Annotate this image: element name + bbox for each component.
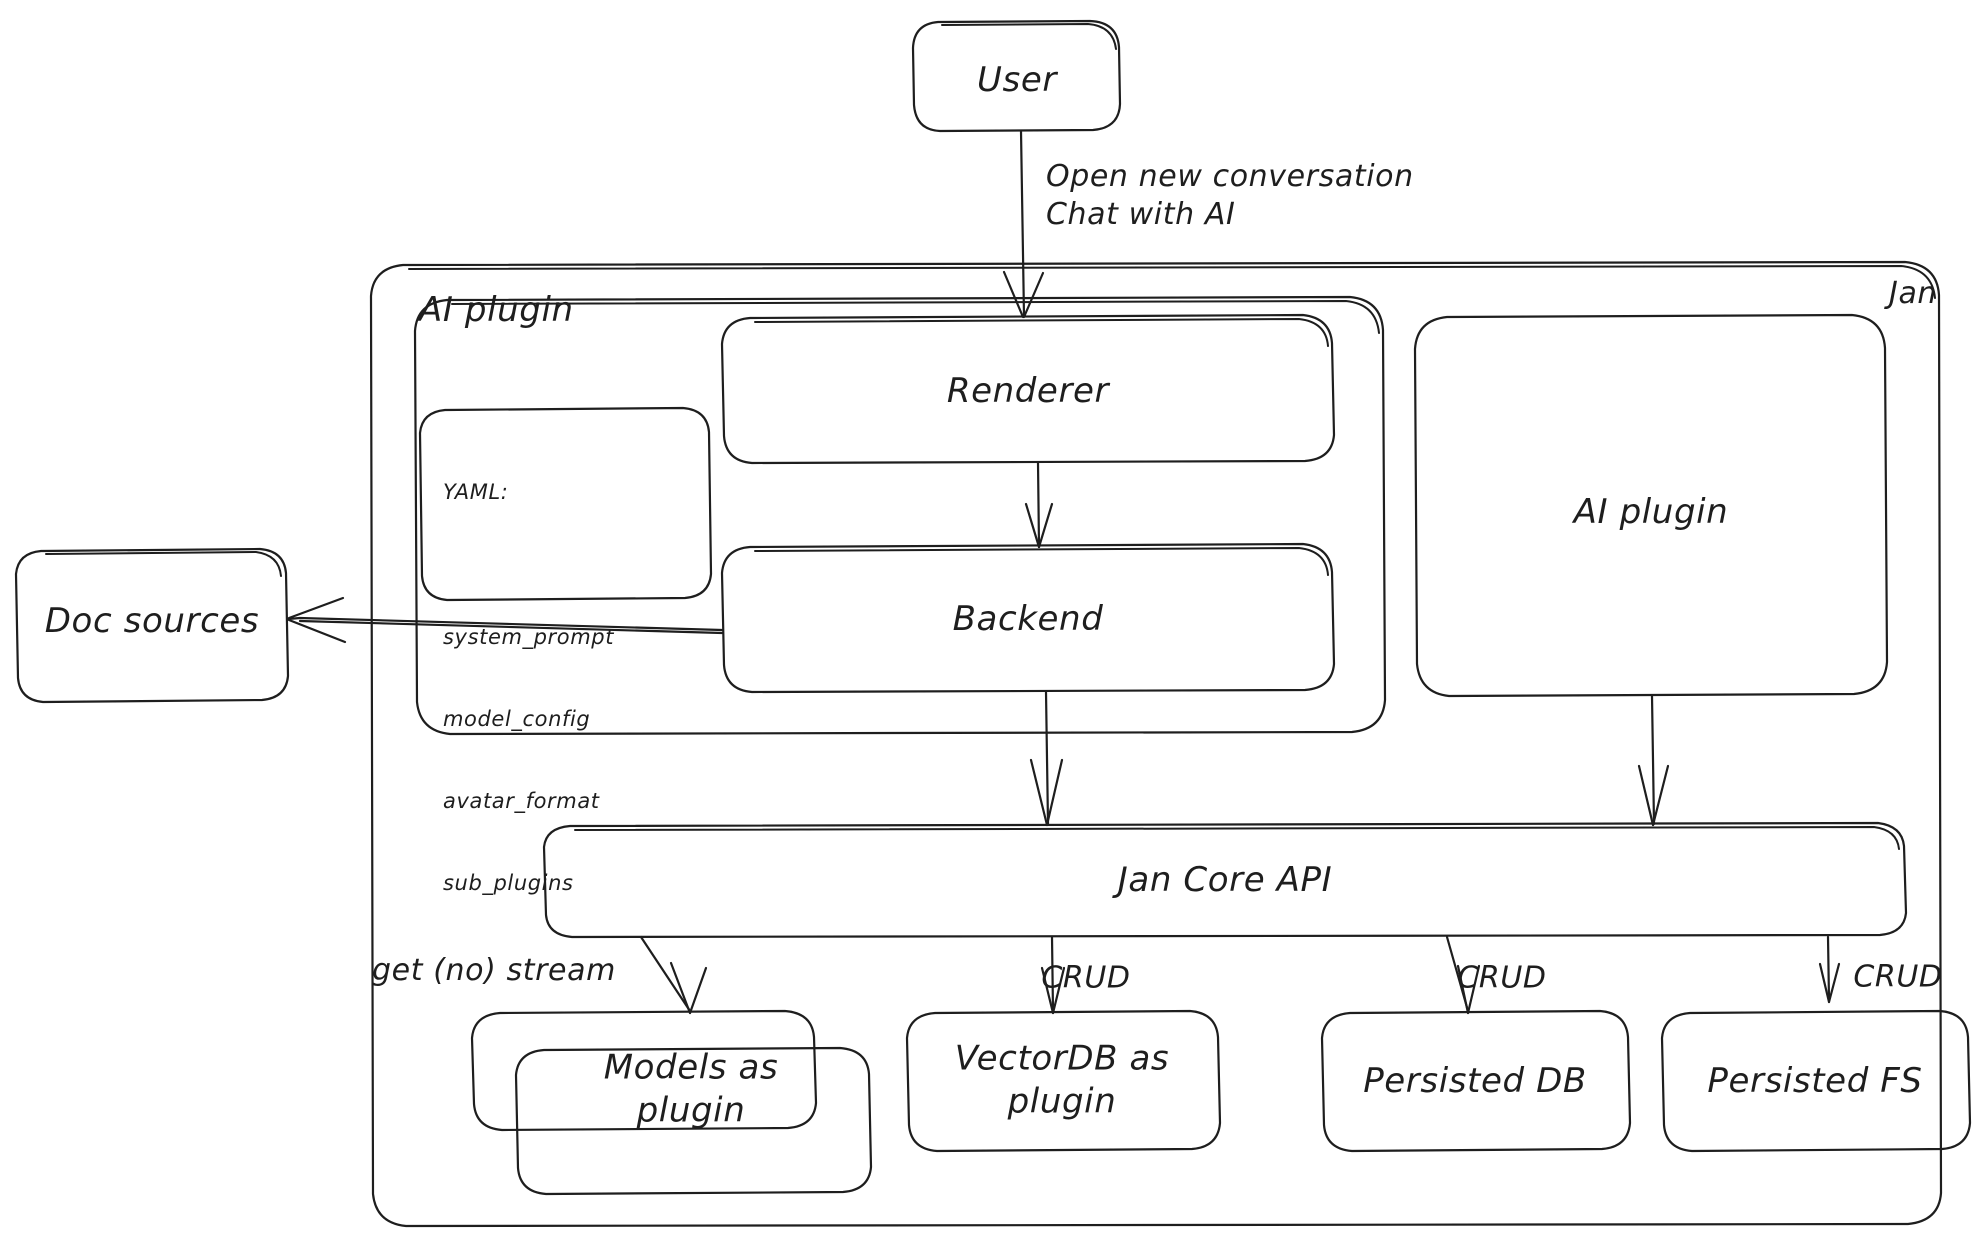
edge-backend-to-core [1029, 690, 1064, 827]
yaml-key-system-prompt: system_prompt [443, 625, 615, 650]
backend-box-shape [720, 542, 1336, 694]
yaml-card-shape [418, 406, 713, 602]
persisted-db-label: Persisted DB [1363, 1060, 1587, 1101]
doc-sources-box-shape [14, 547, 290, 704]
edge-label-core-to-persisted-db: CRUD [1457, 960, 1547, 996]
models-plugin-back-shape [470, 1009, 818, 1132]
edge-core-to-models [639, 935, 708, 1015]
renderer-label: Renderer [946, 370, 1110, 411]
doc-sources-label: Doc sources [44, 600, 260, 641]
renderer-box-shape [720, 313, 1336, 465]
edge-ai-plugin-to-core [1637, 694, 1670, 827]
edge-label-core-to-vectordb: CRUD [1041, 960, 1131, 996]
jan-core-api-box-shape [542, 821, 1908, 939]
ai-plugin-group-shape [413, 295, 1387, 736]
jan-container-label: Jan [1889, 276, 1938, 311]
yaml-heading: YAML: [443, 479, 509, 504]
persisted-db-box-shape [1320, 1009, 1632, 1153]
edge-label-core-to-models: get (no) stream [372, 953, 616, 988]
yaml-key-model-config: model_config [443, 706, 591, 731]
models-plugin-front-shape [514, 1046, 873, 1196]
jan-core-api-label: Jan Core API [1117, 859, 1333, 900]
user-label: User [977, 59, 1057, 100]
ai-plugin-box-label: AI plugin [1573, 491, 1729, 532]
edge-core-to-vectordb [1040, 935, 1066, 1015]
edge-renderer-to-backend [1024, 461, 1054, 549]
yaml-key-avatar-format: avatar_format [443, 788, 600, 813]
yaml-spacer [443, 560, 614, 569]
edge-core-to-persisted-fs [1818, 935, 1841, 1004]
persisted-fs-box-shape [1660, 1009, 1972, 1153]
ai-plugin-box-shape [1413, 313, 1889, 698]
yaml-key-sub-plugins: sub_plugins [443, 870, 574, 895]
persisted-fs-label: Persisted FS [1707, 1060, 1923, 1101]
edge-user-to-renderer [1002, 129, 1045, 319]
ai-plugin-group-label: AI plugin [419, 289, 574, 330]
yaml-card: YAML: system_prompt model_config avatar_… [443, 424, 614, 952]
edge-core-to-persisted-db [1445, 935, 1481, 1015]
jan-container-shape [369, 260, 1943, 1228]
edge-label-core-to-persisted-fs: CRUD [1853, 959, 1943, 995]
edge-backend-to-doc-sources [286, 596, 724, 644]
backend-label: Backend [952, 598, 1104, 639]
vectordb-plugin-box-shape [905, 1009, 1222, 1153]
user-box-shape [911, 19, 1122, 133]
